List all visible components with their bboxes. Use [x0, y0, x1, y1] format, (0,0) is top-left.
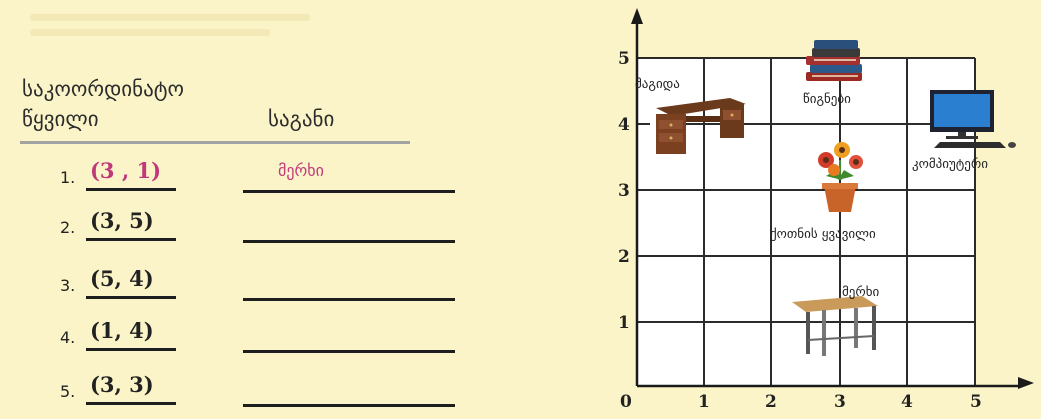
y-tick-label: 3: [618, 181, 630, 201]
x-tick-label: 5: [970, 392, 982, 412]
y-tick-label: 5: [618, 49, 630, 69]
x-tick-label: 4: [901, 392, 913, 412]
y-axis-arrow-icon: [631, 8, 643, 24]
x-tick-label: 0: [620, 392, 632, 412]
object-label: წიგნები: [803, 92, 851, 107]
y-tick-label: 1: [618, 313, 630, 333]
x-axis-arrow-icon: [1018, 377, 1034, 389]
object-label: კომპიუტერი: [912, 157, 988, 172]
y-tick-label: 4: [618, 115, 630, 135]
object-label: მერხი: [842, 285, 880, 300]
books-icon: [806, 40, 862, 81]
x-tick-label: 2: [765, 392, 777, 412]
object-label: ქოთნის ყვავილი: [770, 227, 876, 242]
x-tick-label: 3: [834, 392, 846, 412]
x-tick-label: 1: [698, 392, 710, 412]
object-label: მაგიდა: [635, 77, 680, 92]
y-tick-label: 2: [618, 247, 630, 267]
